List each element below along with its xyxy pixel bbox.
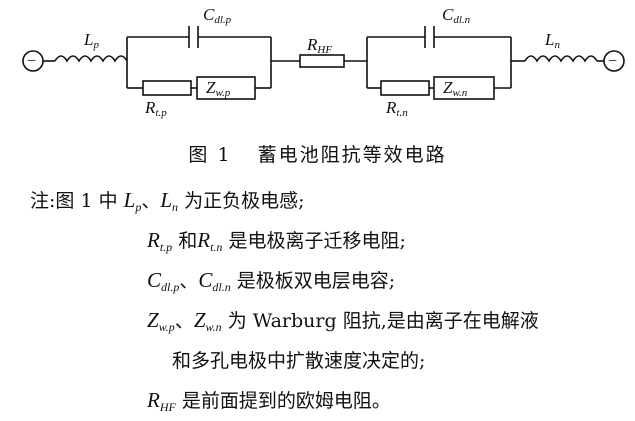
symbol-zwp: Zw.p	[147, 308, 175, 334]
note-line-3: Cdl.p、Cdl.n 是极板双电层电容;	[147, 266, 395, 295]
note-line-6: RHF 是前面提到的欧姆电阻。	[147, 386, 391, 415]
figure-title: 蓄电池阻抗等效电路	[257, 144, 447, 166]
symbol-rtp: Rt.p	[147, 228, 173, 254]
label-cdlp: Cdl.p	[203, 5, 232, 26]
label-ln: Ln	[544, 30, 560, 51]
note-line-4: Zw.p、Zw.n 为 Warburg 阻抗,是由离子在电解液	[147, 306, 539, 335]
symbol-rhf: RHF	[147, 388, 176, 414]
label-rtp: Rt.p	[144, 98, 167, 119]
equivalent-circuit-diagram: − − Lp Cdl.p RHF Cdl.n Ln Rt.p Zw.p Rt.n…	[22, 5, 625, 119]
note-text: 是极板双电层电容;	[236, 270, 396, 292]
resistor-rtp	[142, 80, 192, 96]
note-prefix: 注:图 1 中	[30, 190, 118, 212]
separator: 、	[174, 310, 194, 332]
note-text: 为 Warburg 阻抗,是由离子在电解液	[227, 310, 539, 332]
resistor-rtn	[380, 80, 430, 96]
separator: 、	[179, 270, 199, 292]
separator: 、	[141, 190, 161, 212]
label-lp: Lp	[83, 30, 99, 51]
symbol-cdlp: Cdl.p	[147, 268, 180, 294]
symbol-lp: Lp	[123, 188, 142, 214]
inductor-ln	[524, 55, 598, 63]
right-terminal-sign: −	[608, 53, 617, 70]
symbol-zwn: Zw.n	[193, 308, 222, 334]
resistor-rhf	[299, 54, 345, 68]
left-terminal-sign: −	[27, 53, 36, 70]
symbol-rtn: Rt.n	[197, 228, 223, 254]
figure-number: 图 1	[188, 144, 232, 166]
label-rhf: RHF	[306, 35, 332, 56]
note-line-1: 注:图 1 中 Lp、Ln 为正负极电感;	[30, 186, 304, 215]
right-terminal	[603, 50, 625, 72]
note-text: 是电极离子迁移电阻;	[228, 230, 406, 252]
symbol-cdln: Cdl.n	[198, 268, 231, 294]
label-cdln: Cdl.n	[442, 5, 471, 26]
label-zwn: Zw.n	[443, 78, 468, 99]
figure-caption: 图 1 蓄电池阻抗等效电路	[0, 140, 635, 167]
symbol-ln: Ln	[160, 188, 179, 214]
note-text: 为正负极电感;	[184, 190, 305, 212]
note-line-2: Rt.p 和Rt.n 是电极离子迁移电阻;	[147, 226, 406, 255]
note-text: 是前面提到的欧姆电阻。	[181, 390, 391, 412]
label-rtn: Rt.n	[385, 98, 408, 119]
conjunction: 和	[178, 230, 198, 252]
note-line-5: 和多孔电极中扩散速度决定的;	[172, 346, 425, 373]
label-zwp: Zw.p	[206, 78, 231, 99]
inductor-lp	[54, 55, 128, 63]
note-text: 和多孔电极中扩散速度决定的;	[172, 350, 426, 372]
